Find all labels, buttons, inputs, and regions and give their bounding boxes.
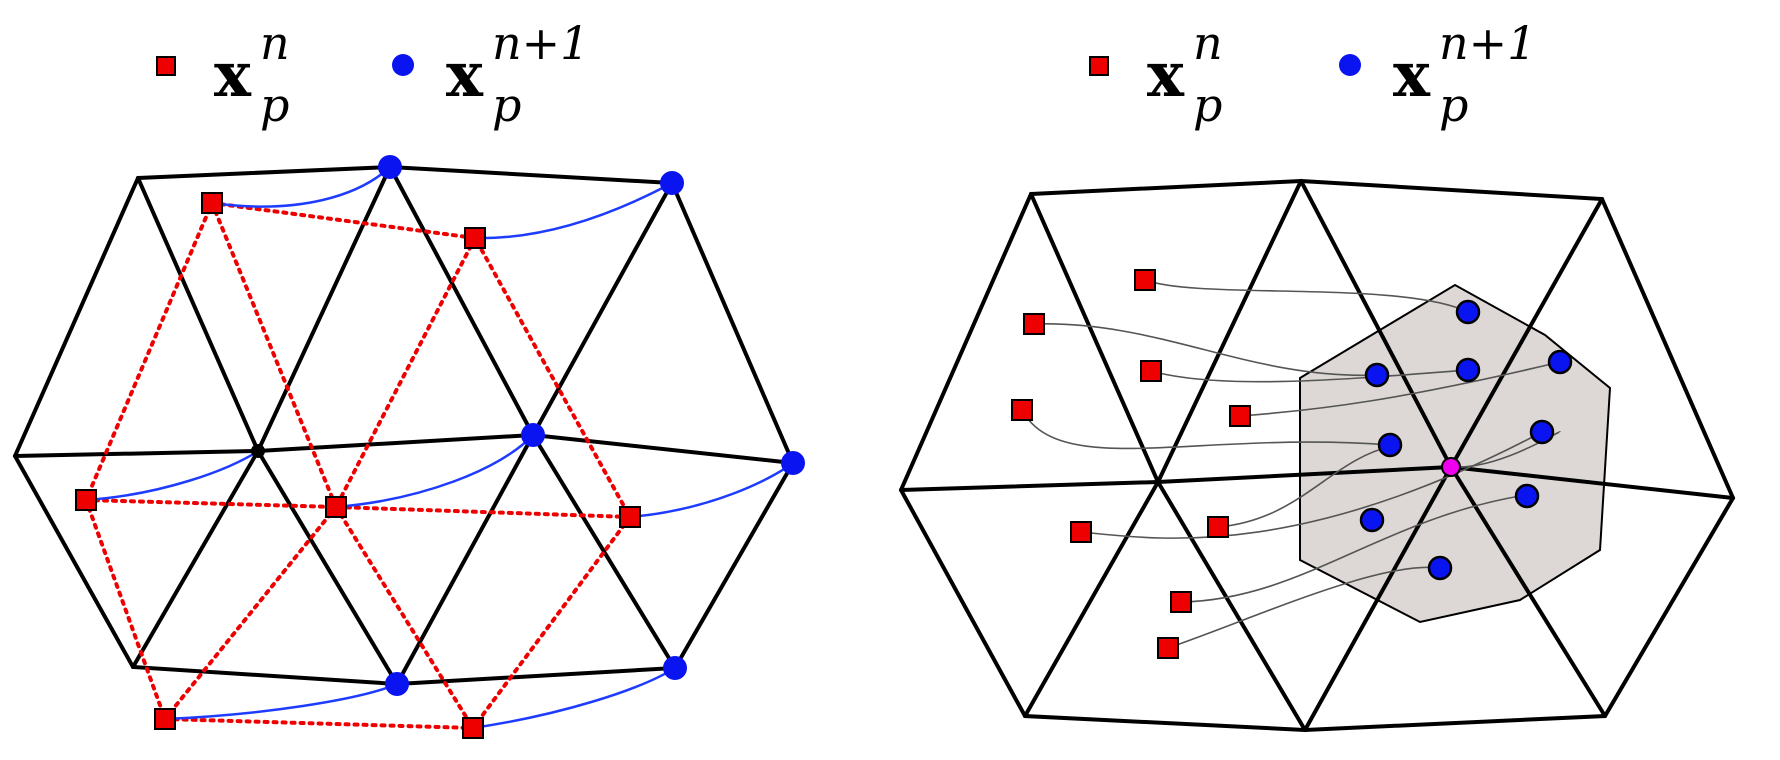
old-position-marker: [1023, 313, 1045, 335]
old-position-marker: [1011, 399, 1033, 421]
new-position-marker: [378, 155, 402, 179]
new-position-marker: [781, 451, 805, 475]
old-position-marker: [1170, 591, 1192, 613]
right-panel: [898, 178, 1736, 733]
new-position-marker: [521, 423, 545, 447]
new-position-marker: [1427, 555, 1453, 581]
right-new-markers: [1359, 299, 1573, 581]
legend-label-new: x n+1 p: [446, 16, 590, 132]
legend-item-old-position: x n p: [1083, 14, 1273, 132]
old-position-marker: [1134, 269, 1156, 291]
old-position-marker: [619, 506, 641, 528]
legend-label-old: x n p: [1147, 16, 1223, 132]
old-position-marker: [462, 717, 484, 739]
old-position-marker: [154, 708, 176, 730]
left-panel: [12, 155, 805, 739]
highlighted-node: [1441, 457, 1461, 477]
new-position-marker: [1364, 362, 1390, 388]
right-old-markers: [1011, 269, 1251, 659]
legend-item-new-position: x n+1 p: [1339, 14, 1609, 132]
right-mesh: [898, 178, 1736, 733]
red-square-icon: [156, 56, 176, 76]
new-position-marker: [1455, 299, 1481, 325]
right-trajectories: [1021, 279, 1561, 649]
red-square-icon: [1089, 56, 1109, 76]
new-position-marker: [1359, 507, 1385, 533]
new-position-marker: [1529, 419, 1555, 445]
old-position-marker: [464, 227, 486, 249]
right-legend: x n p x n+1 p: [1083, 14, 1623, 132]
left-mesh: [12, 164, 796, 687]
left-old-markers: [75, 192, 641, 739]
new-position-marker: [1377, 432, 1403, 458]
new-position-marker: [1547, 349, 1573, 375]
old-position-marker: [1140, 360, 1162, 382]
old-position-marker: [201, 192, 223, 214]
legend-label-new: x n+1 p: [1393, 16, 1537, 132]
old-position-marker: [325, 496, 347, 518]
center-node: [251, 444, 265, 458]
new-position-marker: [385, 672, 409, 696]
new-position-marker: [1514, 483, 1540, 509]
left-nodes: [251, 155, 805, 696]
old-position-marker: [75, 489, 97, 511]
old-position-marker: [1070, 521, 1092, 543]
legend-item-new-position: x n+1 p: [392, 14, 662, 132]
old-position-marker: [1207, 516, 1229, 538]
old-position-marker: [1157, 637, 1179, 659]
blue-circle-icon: [1339, 54, 1361, 76]
nodal-support-patch: [1299, 283, 1612, 624]
old-position-marker: [1229, 405, 1251, 427]
new-position-marker: [1455, 357, 1481, 383]
left-old-mesh-dotted: [83, 201, 633, 731]
new-position-marker: [660, 171, 684, 195]
blue-circle-icon: [392, 54, 414, 76]
legend-item-old-position: x n p: [150, 14, 340, 132]
left-legend: x n p x n+1 p: [150, 14, 670, 132]
legend-label-old: x n p: [214, 16, 290, 132]
new-position-marker: [663, 656, 687, 680]
